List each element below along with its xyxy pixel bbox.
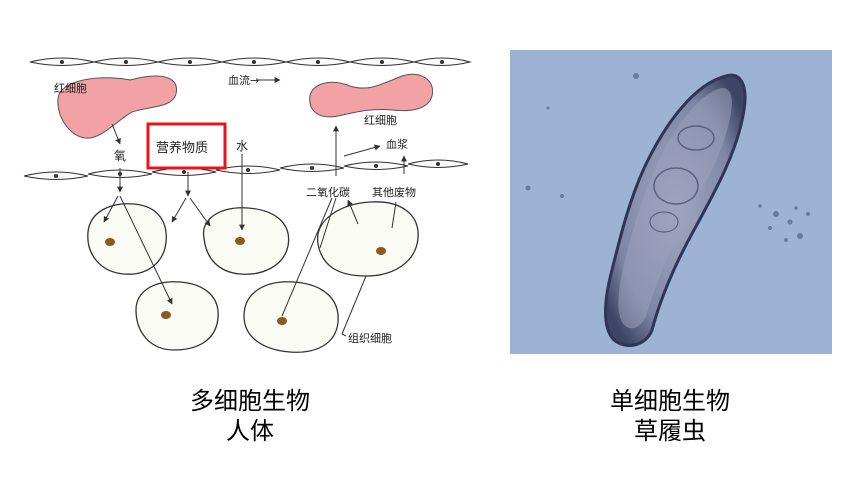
cell-nucleus: [105, 238, 115, 246]
arrow-nutrients-cell: [189, 197, 211, 227]
arrow-oxygen-cell: [103, 195, 119, 223]
contractile-vacuole: [677, 125, 715, 151]
cell-nucleus: [277, 317, 287, 325]
oral-groove: [649, 211, 679, 233]
tissue-diagram: 红细胞 血流→ 红细胞 氧 营养物质 水 血浆 二氧化碳 其他废物 组织细胞: [23, 57, 472, 353]
caption-unicellular: 单细胞生物 草履虫: [520, 386, 820, 446]
label-blood-flow: 血流→: [228, 73, 259, 87]
arrow-plasma: [343, 144, 381, 157]
arrow-co2-cell: [281, 197, 333, 317]
label-oxygen: 氧: [114, 149, 126, 163]
cell-nucleus: [235, 237, 245, 245]
exchange-arrows: [103, 77, 407, 337]
cell-nucleus: [161, 311, 171, 319]
tissue-cell: [135, 281, 219, 351]
tissue-cell: [87, 203, 167, 275]
arrow-oxygen-cell: [119, 195, 173, 305]
label-nutrients: 营养物质: [156, 140, 208, 156]
paramecium-photo: [510, 50, 832, 354]
label-plasma: 血浆: [386, 137, 408, 151]
caption-left-line2: 人体: [226, 417, 274, 445]
red-blood-cell-right: [309, 73, 434, 118]
arrow-waste-cell: [391, 201, 397, 229]
capillary-wall-bottom: [23, 159, 469, 180]
arrow-rbc-oxygen: [111, 123, 121, 145]
caption-multicellular: 多细胞生物 人体: [100, 386, 400, 446]
tissue-cell: [202, 207, 290, 275]
red-blood-cell-left: [57, 75, 177, 139]
label-co2: 二氧化碳: [306, 185, 350, 199]
label-red-cell-left: 红细胞: [54, 82, 87, 95]
leader-tissue-cells: [341, 275, 367, 335]
arrow-nutrients-cell: [171, 197, 187, 223]
debris: [525, 73, 810, 242]
tissue-cell: [243, 281, 339, 353]
label-tissue-cells: 组织细胞: [348, 331, 392, 345]
caption-right-line2: 草履虫: [634, 417, 706, 445]
caption-left-line1: 多细胞生物: [190, 387, 310, 415]
leader-tissue-cells: [341, 333, 347, 337]
caption-right-line1: 单细胞生物: [610, 387, 730, 415]
label-red-cell-right: 红细胞: [364, 114, 397, 127]
macronucleus: [653, 167, 699, 205]
label-water: 水: [236, 139, 248, 153]
tissue-cells: [87, 201, 419, 353]
cell-nucleus: [376, 247, 386, 255]
nutrients-highlight-box: [146, 122, 227, 170]
label-other-waste: 其他废物: [372, 185, 416, 199]
tissue-cell: [317, 201, 419, 277]
arrow-waste-cell: [347, 199, 359, 225]
paramecium-inner: [618, 88, 732, 329]
arrow-co2-cell: [319, 197, 337, 249]
diagram-labels: 红细胞 血流→ 红细胞 氧 营养物质 水 血浆 二氧化碳 其他废物 组织细胞: [54, 73, 416, 345]
capillary-wall-top: [29, 57, 472, 66]
